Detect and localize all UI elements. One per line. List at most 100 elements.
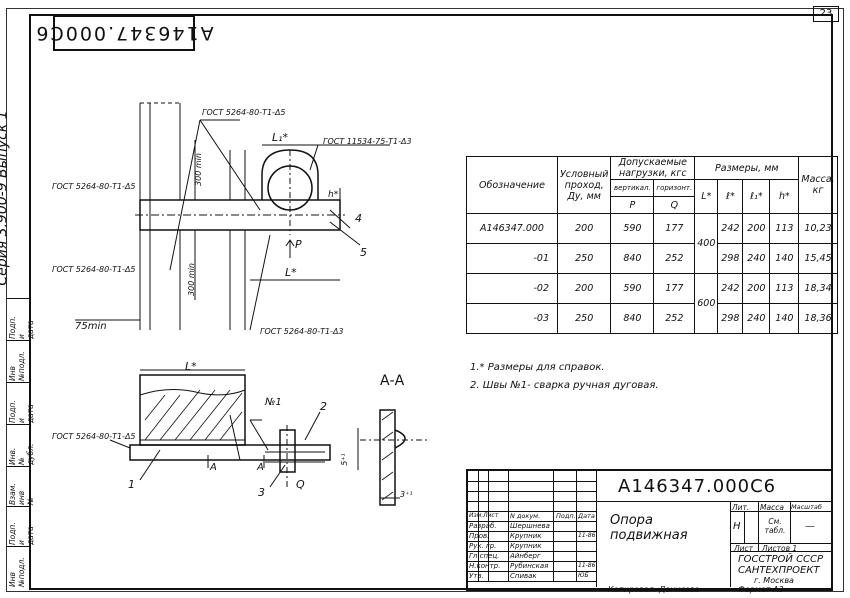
- callout-5: 5: [360, 246, 367, 259]
- note-1: 1.* Размеры для справок.: [470, 362, 605, 373]
- callout-2: 2: [320, 400, 327, 413]
- l-mid-label: L*: [285, 266, 297, 279]
- mass-value: См. табл.: [764, 517, 786, 535]
- callout-4: 4: [355, 212, 362, 225]
- org-2: САНТЕХПРОЕКТ: [738, 565, 820, 576]
- cell: 240: [742, 303, 771, 334]
- lit-value: Н: [733, 521, 741, 532]
- cell: 240: [742, 243, 771, 274]
- gost-weld-top-label: ГОСТ 5264-80-Т1-Δ5: [202, 108, 286, 117]
- cell: 400: [694, 213, 719, 274]
- org-1: ГОССТРОЙ СССР: [738, 554, 824, 565]
- org-3: г. Москва: [754, 576, 794, 585]
- cell: 200: [556, 273, 612, 304]
- cell: 113: [769, 213, 800, 244]
- row-name: Крупник: [510, 532, 542, 540]
- left-strip: Подп. и дата Инв №подл. Подп. и дата Инв…: [6, 298, 35, 589]
- cell: 600: [694, 273, 719, 334]
- outer-frame: [6, 8, 844, 592]
- strip-cell: Инв. № дубл.: [6, 424, 35, 467]
- row-date: Дата: [578, 512, 595, 520]
- strip-cell: Подп. и дата: [6, 506, 35, 547]
- cell: 140: [769, 243, 800, 274]
- dim-3-label: 3⁺¹: [400, 490, 413, 499]
- row-date: ЮБ: [578, 572, 589, 579]
- row-role: Изм.Лист: [469, 512, 499, 519]
- title-name-1: Опора: [610, 513, 653, 528]
- cell: -02: [466, 273, 558, 304]
- row-sign: Подп.: [556, 512, 576, 520]
- th-l1: ℓ₁*: [742, 179, 771, 214]
- weld-no1-label: №1: [265, 397, 282, 408]
- row-name: Айнберг: [510, 552, 541, 560]
- callout-3: 3: [258, 486, 265, 499]
- note-2: 2. Швы №1- сварка ручная дуговая.: [470, 380, 659, 391]
- cell: -03: [466, 303, 558, 334]
- dim-300-top: 300 min: [193, 153, 203, 186]
- dim-75-label: 75min: [75, 321, 107, 332]
- callout-1: 1: [128, 478, 135, 491]
- format-label: Формат А3: [738, 585, 784, 594]
- strip-cell: Подп. и дата: [6, 382, 35, 425]
- q-force-label: Q: [296, 478, 305, 491]
- l-bottom-label: L*: [185, 360, 197, 373]
- gost-weld-left1: ГОСТ 5264-80-Т1-Δ5: [52, 182, 136, 191]
- cell: А146347.000: [466, 213, 558, 244]
- row-role: Н.контр.: [469, 562, 501, 570]
- cell: -01: [466, 243, 558, 274]
- cell: 250: [556, 303, 612, 334]
- cell: 177: [653, 273, 696, 304]
- col-scale: Масштаб: [791, 503, 822, 511]
- sheet-label: Лист: [734, 544, 754, 553]
- row-role: Пров.: [469, 532, 490, 540]
- title-name-2: подвижная: [610, 528, 688, 543]
- th-mass: Масса, кг: [798, 156, 838, 214]
- cell: 18,36: [798, 303, 838, 334]
- cell: 113: [769, 273, 800, 304]
- spec-table: Обозначение Условный проход, Ду, мм Допу…: [466, 156, 838, 334]
- strip-cell: Взам. инв №: [6, 466, 35, 507]
- th-horizontal: горизонт.: [653, 179, 696, 197]
- gost-weld-bottom: ГОСТ 5264-80-Т1-Δ3: [260, 327, 344, 336]
- gost-weld-lower: ГОСТ 5264-80-Т1-Δ5: [52, 432, 136, 441]
- p-force-label: P: [295, 238, 302, 251]
- row-role: Утв.: [469, 572, 484, 580]
- th-l: ℓ*: [717, 179, 744, 214]
- cell: 200: [742, 213, 771, 244]
- cell: 200: [742, 273, 771, 304]
- dim-300-bottom: 300 min: [186, 263, 196, 296]
- cell: 298: [717, 303, 744, 334]
- th-vertical: вертикал.: [610, 179, 655, 197]
- row-role: Рук. гр.: [469, 542, 497, 550]
- row-date: 11-86: [578, 532, 596, 539]
- row-role: Разраб.: [469, 522, 497, 530]
- title-block: А146347.000С6 Опора подвижная Лит. Масса…: [466, 469, 833, 591]
- cell: 140: [769, 303, 800, 334]
- section-a-mark: A: [210, 462, 217, 473]
- scale-value: —: [805, 521, 815, 532]
- dim-5-label: 5⁺¹: [339, 453, 349, 466]
- th-nominal: Условный проход, Ду, мм: [556, 156, 612, 214]
- col-mass: Масса: [760, 503, 784, 512]
- strip-cell: Инв №подл.: [6, 546, 29, 589]
- cell: 840: [610, 243, 655, 274]
- cell: 590: [610, 273, 655, 304]
- row-name: Спивак: [510, 572, 537, 580]
- th-L: L*: [694, 179, 719, 214]
- th-p: P: [610, 196, 655, 214]
- cell: 252: [653, 243, 696, 274]
- strip-cell: Подп. и дата: [6, 298, 35, 341]
- th-designation: Обозначение: [466, 156, 558, 214]
- cell: 242: [717, 213, 744, 244]
- th-h: h*: [769, 179, 800, 214]
- l1-label: L₁*: [272, 131, 289, 144]
- cell: 200: [556, 213, 612, 244]
- cell: 590: [610, 213, 655, 244]
- row-name: Рубинская: [510, 562, 549, 570]
- th-dims: Размеры, мм: [694, 156, 800, 180]
- cell: 298: [717, 243, 744, 274]
- col-lit: Лит.: [732, 503, 750, 512]
- th-q: Q: [653, 196, 696, 214]
